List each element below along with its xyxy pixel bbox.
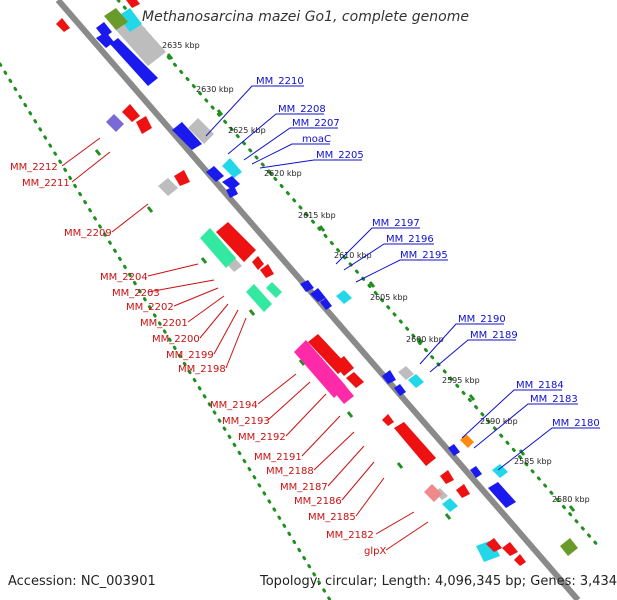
map-title: Methanosarcina mazei Go1, complete genom… [142, 9, 469, 25]
label-mm-2207: MM_2207 [292, 118, 340, 129]
label-mm-2196: MM_2196 [386, 234, 434, 245]
violet-gene [106, 114, 124, 132]
label-mm-2180: MM_2180 [552, 418, 600, 429]
label-mm-2199: MM_2199 [166, 350, 214, 361]
label-mm-2184: MM_2184 [516, 380, 564, 391]
kbp-2580: 2580 kbp [552, 495, 590, 504]
label-mm-2198: MM_2198 [178, 364, 226, 375]
green-genes [200, 228, 282, 312]
label-mm-2183: MM_2183 [530, 394, 578, 405]
orange-gene [460, 434, 474, 448]
kbp-2600: 2600 kbp [406, 335, 444, 344]
label-mm-2185: MM_2185 [308, 512, 356, 523]
kbp-2610: 2610 kbp [334, 251, 372, 260]
kbp-2590: 2590 kbp [480, 417, 518, 426]
label-mm-2189: MM_2189 [470, 330, 518, 341]
label-mm-2212: MM_2212 [10, 162, 58, 173]
label-mm-2210: MM_2210 [256, 76, 304, 87]
magenta-genes [294, 340, 354, 404]
label-mm-2195: MM_2195 [400, 250, 448, 261]
label-mm-2192: MM_2192 [238, 432, 286, 443]
label-mm-2205: MM_2205 [316, 150, 364, 161]
kbp-2635: 2635 kbp [162, 41, 200, 50]
kbp-2620: 2620 kbp [264, 169, 302, 178]
kbp-2595: 2595 kbp [442, 376, 480, 385]
label-mm-2208: MM_2208 [278, 104, 326, 115]
label-mm-2190: MM_2190 [458, 314, 506, 325]
label-mm-2203: MM_2203 [112, 288, 160, 299]
genome-map: 2635 kbp 2630 kbp 2625 kbp 2620 kbp 2615… [0, 0, 602, 600]
guide-line-right [116, 0, 602, 550]
label-mm-2194: MM_2194 [210, 400, 258, 411]
red-gene-labels: MM_2212 MM_2211 MM_2209 MM_2204 MM_2203 … [10, 162, 386, 557]
label-mm-2193: MM_2193 [222, 416, 270, 427]
kbp-2625: 2625 kbp [228, 126, 266, 135]
red-genes [56, 0, 526, 566]
red-leader-lines [61, 137, 429, 551]
kbp-2630: 2630 kbp [196, 85, 234, 94]
kbp-ticks: 2635 kbp 2630 kbp 2625 kbp 2620 kbp 2615… [162, 41, 590, 504]
label-mm-2202: MM_2202 [126, 302, 174, 313]
label-mm-2187: MM_2187 [280, 482, 328, 493]
guide-line-left [0, 62, 332, 600]
label-mm-2197: MM_2197 [372, 218, 420, 229]
label-mm-2186: MM_2186 [294, 496, 342, 507]
label-mm-2182: MM_2182 [326, 530, 374, 541]
label-mm-2211: MM_2211 [22, 178, 70, 189]
topology-text: Topology: circular; Length: 4,096,345 bp… [260, 574, 617, 589]
label-mm-2191: MM_2191 [254, 452, 302, 463]
label-moac: moaC [302, 134, 331, 145]
blue-genes [96, 22, 516, 508]
guide-ticks [94, 53, 576, 520]
kbp-2615: 2615 kbp [298, 211, 336, 220]
accession-text: Accession: NC_003901 [8, 574, 156, 589]
label-glpx: glpX [364, 546, 386, 557]
olive-genes [104, 8, 578, 556]
kbp-2585: 2585 kbp [514, 457, 552, 466]
label-mm-2201: MM_2201 [140, 318, 188, 329]
blue-gene-labels: MM_2210 MM_2208 MM_2207 moaC MM_2205 MM_… [256, 76, 600, 429]
pink-gene [424, 484, 442, 502]
label-mm-2188: MM_2188 [266, 466, 314, 477]
kbp-2605: 2605 kbp [370, 293, 408, 302]
label-mm-2200: MM_2200 [152, 334, 200, 345]
label-mm-2204: MM_2204 [100, 272, 148, 283]
blue-leader-lines [205, 85, 600, 471]
label-mm-2209: MM_2209 [64, 228, 112, 239]
cyan-genes [118, 8, 508, 562]
